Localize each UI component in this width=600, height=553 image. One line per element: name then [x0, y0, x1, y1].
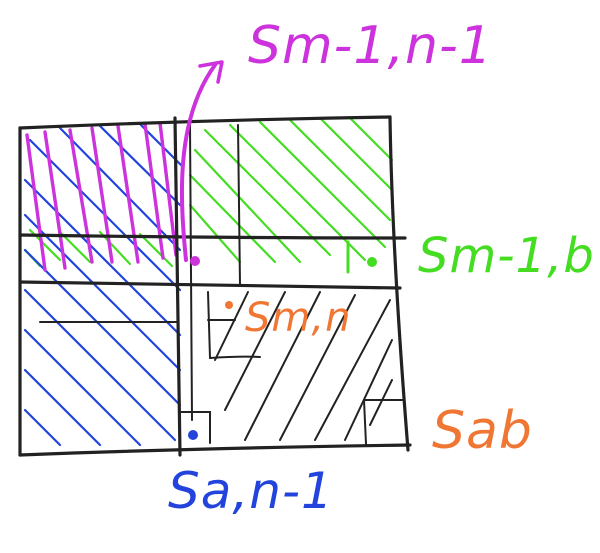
point-s-m1-n1: [190, 256, 200, 266]
label-s-ab: Sab: [432, 401, 533, 461]
matrix-grid: [18, 115, 412, 457]
magenta-hatch-region: [25, 121, 178, 272]
label-s-a-n1: Sa,n-1: [168, 462, 334, 520]
arrow-to-s-m1-n1: [179, 63, 217, 262]
point-s-m1-b: [367, 257, 377, 267]
black-hatch-region: [214, 291, 393, 441]
point-s-mn: [225, 301, 233, 309]
arrowhead-icon: [198, 60, 224, 84]
label-s-m1-b: Sm-1,b: [418, 228, 595, 284]
point-s-a-n1: [188, 430, 198, 440]
label-s-m1-n1: Sm-1,n-1: [248, 16, 493, 76]
label-s-mn: Sm,n: [245, 295, 352, 341]
